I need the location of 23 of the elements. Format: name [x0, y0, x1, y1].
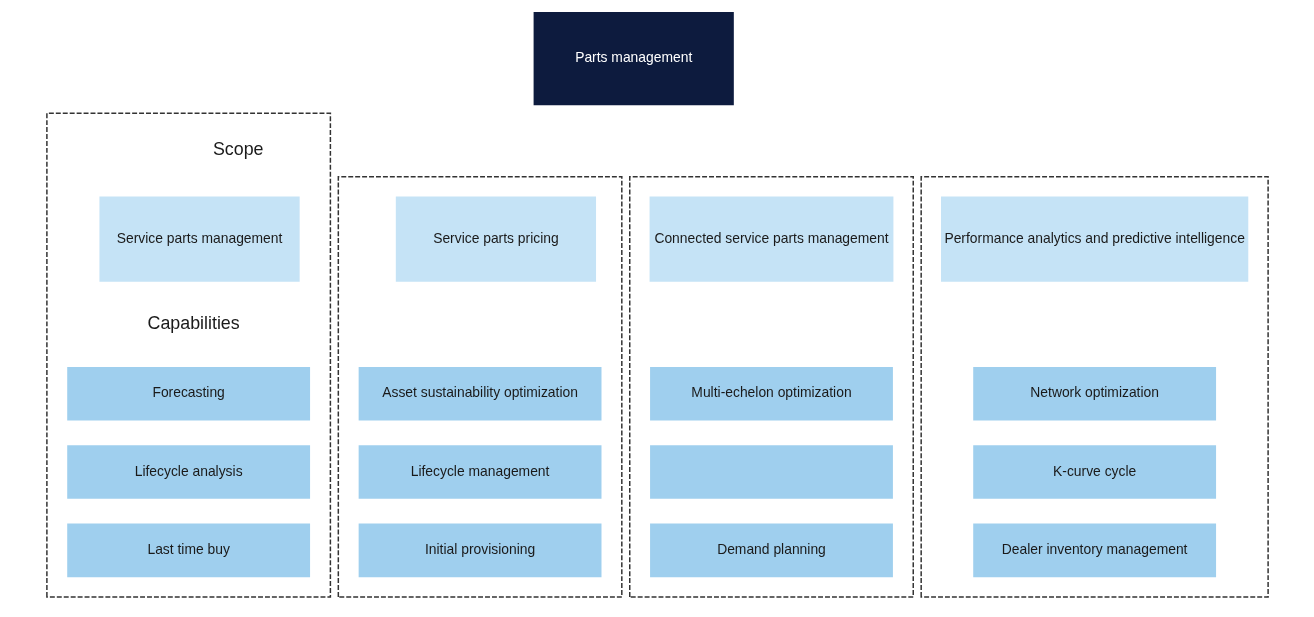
node-box: Service parts management — [98, 196, 300, 282]
label: Scope — [212, 139, 263, 160]
cluster — [45, 112, 331, 598]
label: Capabilities — [147, 312, 240, 333]
node-box: Forecasting — [66, 367, 310, 421]
node-box: Network optimization — [972, 367, 1216, 421]
node-box: Last time buy — [66, 523, 310, 578]
node-box: Lifecycle management — [358, 445, 601, 499]
node-box: Demand planning — [649, 523, 893, 578]
node-box: Connected service parts management — [649, 196, 893, 282]
node-box: Parts management — [533, 12, 734, 106]
node-box: Performance analytics and predictive intelligence — [940, 196, 1248, 282]
cluster — [337, 175, 623, 598]
cluster — [919, 175, 1269, 598]
node-box: K-curve cycle — [972, 445, 1216, 499]
cluster — [628, 175, 914, 598]
node-box: Lifecycle analysis — [66, 445, 310, 499]
node-box — [649, 445, 893, 499]
node-box: Multi-echelon optimization — [649, 367, 893, 421]
node-box: Initial provisioning — [358, 523, 601, 578]
node-box: Asset sustainability optimization — [358, 367, 601, 421]
node-box: Dealer inventory management — [972, 523, 1216, 578]
node-box: Service parts pricing — [395, 196, 596, 282]
